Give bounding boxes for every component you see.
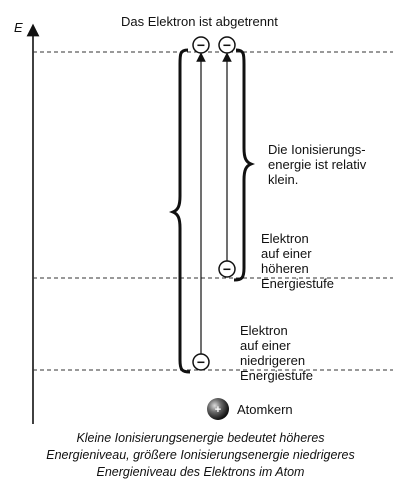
nucleus-icon: + xyxy=(207,398,229,420)
label-lower-level: Elektron auf einer niedrigeren Energiest… xyxy=(240,323,313,383)
label-ionization-energy: Die Ionisierungs- energie ist relativ kl… xyxy=(268,142,367,187)
svg-text:−: − xyxy=(197,37,205,53)
electron-separated-1-icon: − xyxy=(192,36,210,54)
figure-caption: Kleine Ionisierungsenergie bedeutet höhe… xyxy=(46,431,355,479)
electron-higher-level-icon: − xyxy=(218,260,236,278)
svg-text:−: − xyxy=(223,261,231,277)
electron-lower-level-icon: − xyxy=(192,353,210,371)
brace-right xyxy=(233,48,256,282)
svg-text:+: + xyxy=(215,404,221,416)
electron-separated-2-icon: − xyxy=(218,36,236,54)
label-higher-level: Elektron auf einer höheren Energiestufe xyxy=(261,231,334,291)
label-nucleus: Atomkern xyxy=(237,402,293,417)
label-electron-separated: Das Elektron ist abgetrennt xyxy=(121,14,278,29)
energy-axis-label: E xyxy=(14,20,23,35)
svg-text:−: − xyxy=(223,37,231,53)
svg-text:−: − xyxy=(197,354,205,370)
brace-left xyxy=(168,48,191,374)
